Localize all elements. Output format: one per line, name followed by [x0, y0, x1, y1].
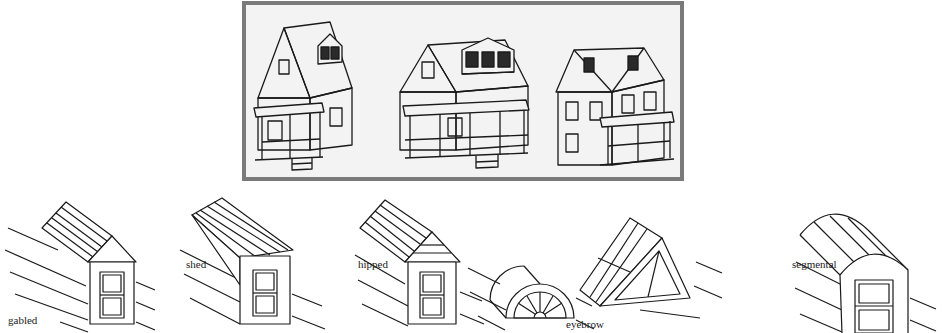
house-gable-dormer	[254, 22, 352, 170]
dormer-type-label: eyebrow	[566, 318, 604, 330]
shed-dormer	[180, 198, 325, 329]
dormer-type-label: gabled	[8, 314, 37, 326]
house-wide-dormer	[400, 38, 529, 168]
gabled-dormer	[5, 202, 155, 332]
eyebrow-dormer-triangular	[580, 218, 722, 318]
dormer-type-label: shed	[186, 258, 206, 270]
picture-frame	[244, 3, 682, 179]
dormer-type-label: segmental	[792, 258, 837, 270]
hipped-dormer	[355, 200, 484, 326]
dormer-type-label: hipped	[358, 258, 388, 270]
segmental-dormer	[795, 214, 936, 333]
house-hipped-roof	[556, 48, 674, 165]
